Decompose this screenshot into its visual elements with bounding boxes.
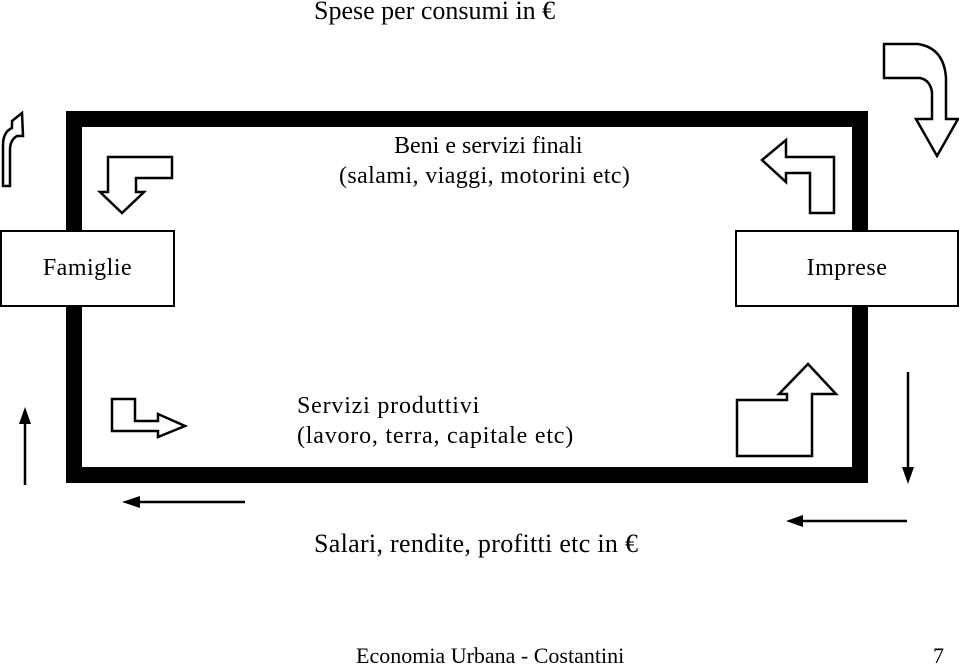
factor-market-title: Servizi produttivi [297, 393, 481, 419]
bent-arrow-left-icon [760, 137, 836, 215]
bent-arrow-down-icon [96, 155, 174, 215]
households-label: Famiglie [42, 255, 133, 281]
households-box: Famiglie [0, 230, 175, 307]
page-number: 7 [933, 643, 944, 668]
curved-arrow-up-icon [1, 110, 25, 188]
firms-box: Imprese [735, 230, 959, 307]
arrow-down-icon [902, 372, 914, 484]
consumer-spending-label: Spese per consumi in € [314, 0, 556, 25]
goods-market-examples: (salami, viaggi, motorini etc) [339, 163, 631, 189]
footer-text: Economia Urbana - Costantini [356, 643, 625, 668]
arrow-up-icon [19, 407, 31, 485]
firms-label: Imprese [806, 255, 888, 281]
curved-arrow-down-icon [882, 42, 959, 159]
goods-market-title: Beni e servizi finali [394, 133, 583, 159]
income-flow-label: Salari, rendite, profitti etc in € [314, 529, 639, 558]
bent-arrow-right-icon [110, 397, 189, 439]
factor-market-examples: (lavoro, terra, capitale etc) [297, 423, 575, 449]
arrow-left-icon [122, 496, 245, 508]
bent-arrow-up-icon [735, 362, 839, 458]
arrow-left-icon [786, 515, 907, 527]
